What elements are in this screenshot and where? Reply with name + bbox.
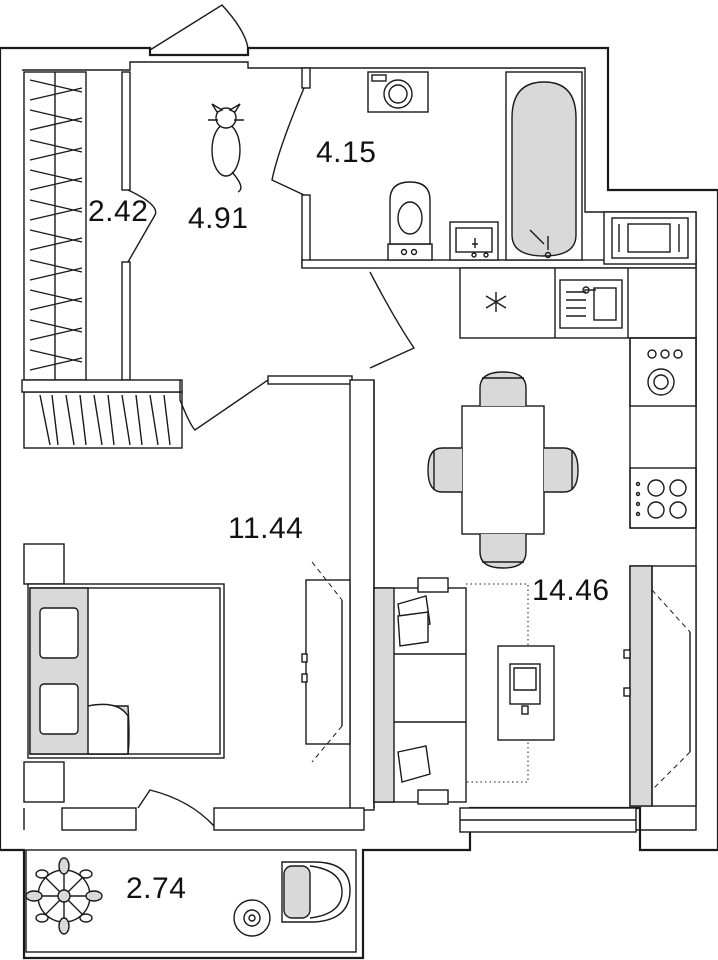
area-label-hallway: 4.91: [188, 202, 248, 235]
side-table-icon: [233, 899, 271, 937]
microwave-icon: [603, 211, 697, 265]
oven-icon: [629, 337, 697, 407]
hanger-lines: [29, 79, 83, 371]
wardrobe-room: 2.42: [21, 71, 183, 449]
bathtub-icon: [505, 71, 583, 261]
kitchen-area: [459, 211, 697, 529]
cat-icon: [208, 103, 244, 193]
bed-icon: [27, 583, 225, 759]
dining-table-icon: [461, 405, 545, 535]
washing-machine-icon: [367, 71, 429, 113]
tv-cabinet-icon: [623, 565, 697, 807]
chair-icon: [427, 371, 579, 569]
hallway-room: 4.91: [149, 4, 353, 431]
bedroom-cabinet-icon: [301, 561, 351, 763]
bathroom-room: 4.15: [271, 67, 697, 269]
stove-icon: [629, 467, 697, 529]
kitchen-living-room: 14.46: [349, 271, 697, 833]
plant-icon: [25, 857, 103, 935]
area-label-balcony: 2.74: [126, 872, 186, 905]
area-label-wardrobe: 2.42: [88, 195, 148, 228]
bedroom-room: 11.44: [23, 512, 365, 831]
balcony-room: 2.74: [25, 849, 357, 953]
armchair-icon: [281, 861, 351, 923]
area-label-kitchen-living: 14.46: [532, 574, 610, 607]
laptop-icon: [497, 645, 555, 741]
area-label-bedroom: 11.44: [228, 512, 303, 545]
kitchen-sink-icon: [559, 279, 623, 329]
area-label-bathroom: 4.15: [316, 136, 376, 169]
sofa-icon: [373, 577, 467, 805]
toilet-icon: [387, 181, 433, 261]
sink-icon: [449, 221, 499, 261]
